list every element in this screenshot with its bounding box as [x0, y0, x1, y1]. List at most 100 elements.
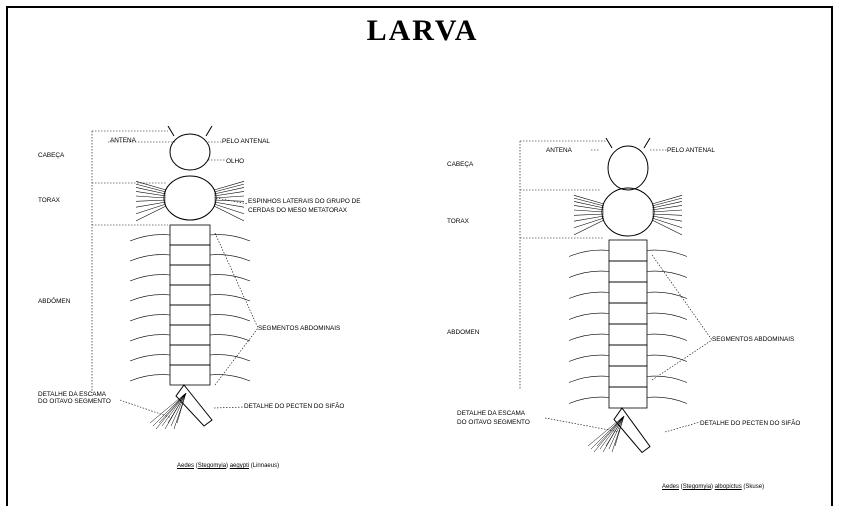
bristle [652, 220, 682, 235]
bristle [214, 196, 244, 198]
lateral-hair [569, 250, 687, 256]
caption-left-species: aegypti [230, 463, 249, 469]
label-torax-right: TORAX [447, 218, 469, 226]
leader-line [214, 407, 244, 408]
caption-left-subgenus: Stegomyia [198, 463, 226, 469]
caption-right-genus: Aedes [662, 484, 679, 490]
caption-right-species: albopictus [715, 484, 742, 490]
anal-brush [150, 393, 186, 423]
bristle [652, 216, 682, 221]
anal-brush [588, 416, 624, 446]
leader-line [665, 422, 700, 432]
leader-line [215, 233, 258, 328]
thorax-shape [602, 188, 654, 236]
label-antena-right: ANTENA [546, 147, 572, 155]
label-abdomen-right: ABDOMEN [447, 329, 479, 337]
abdominal-segment [170, 365, 210, 385]
label-escama-line1-right: DETALHE DA ESCAMA [457, 410, 525, 418]
bristle [214, 202, 244, 207]
siphon-shape [176, 385, 212, 426]
caption-left-genus: Aedes [177, 463, 194, 469]
bristle [574, 216, 604, 221]
label-segmentos-right: SEGMENTOS ABDOMINAIS [712, 336, 794, 344]
lateral-hair [130, 295, 250, 301]
label-pelo-antenal-left: PELO ANTENAL [222, 138, 270, 146]
label-antena-left: ANTENA [110, 137, 136, 145]
leader-line [545, 418, 620, 432]
anal-brush [600, 416, 624, 449]
leader-line [652, 255, 712, 340]
abdominal-segment [609, 240, 647, 261]
bristle [652, 218, 682, 228]
lateral-hair [569, 355, 687, 361]
bristle [214, 204, 244, 214]
lateral-hair [130, 235, 250, 241]
head-shape [170, 134, 210, 170]
caption-right: Aedes (Stegomyia) albopictus (Skuse) [662, 484, 764, 490]
caption-left: Aedes (Stegomyia) aegypti (Linnaeus) [177, 463, 279, 469]
label-cabeca-right: CABEÇA [447, 161, 473, 169]
anal-brush [156, 393, 186, 429]
leader-line [652, 340, 712, 380]
anal-brush [594, 416, 624, 452]
label-segmentos-left: SEGMENTOS ABDOMINAIS [258, 325, 340, 333]
caption-left-author: (Linnaeus) [251, 463, 279, 469]
lateral-hair [130, 335, 250, 341]
bristle [214, 206, 244, 221]
head-shape [608, 146, 648, 190]
larva-right-drawing [569, 138, 687, 453]
abdominal-segment [170, 265, 210, 285]
caption-right-subgenus: Stegomyia [683, 484, 711, 490]
abdominal-segment [609, 345, 647, 366]
lateral-hair [130, 375, 250, 381]
abdominal-segment [609, 261, 647, 282]
lateral-hair [130, 315, 250, 321]
label-escama-line2-right: DO OITAVO SEGMENTO [457, 419, 530, 427]
anal-brush [162, 393, 186, 426]
bristle [136, 206, 166, 221]
anal-brush [609, 416, 624, 449]
bristle [136, 204, 166, 214]
lateral-hair [569, 397, 687, 403]
bristle [652, 214, 682, 215]
abdominal-segment [170, 325, 210, 345]
abdominal-segment [609, 387, 647, 408]
label-espinhos-line2-left: CERDAS DO MESO METATORAX [248, 207, 347, 215]
lateral-hair [569, 313, 687, 319]
bristle [136, 200, 166, 201]
label-espinhos-line1-left: ESPINHOS LATERAIS DO GRUPO DE [248, 198, 360, 206]
label-escama-line2-left: DO OITAVO SEGMENTO [38, 398, 111, 406]
abdominal-segment [609, 324, 647, 345]
lateral-hair [569, 334, 687, 340]
abdominal-segment [609, 282, 647, 303]
lateral-hair [130, 255, 250, 261]
lateral-hair [569, 292, 687, 298]
thorax-shape [164, 176, 216, 220]
bristle [136, 202, 166, 207]
abdominal-segment [170, 345, 210, 365]
label-abdomen-left: ABDÔMEN [38, 298, 70, 306]
lateral-hair [130, 355, 250, 361]
label-pecten-left: DETALHE DO PECTEN DO SIFÃO [244, 403, 344, 411]
bristle [652, 205, 682, 210]
leader-line [120, 400, 172, 418]
abdominal-segment [170, 285, 210, 305]
abdominal-segment [170, 305, 210, 325]
anal-brush [597, 416, 624, 446]
bristle [136, 196, 166, 198]
label-cabeca-left: CABEÇA [38, 152, 64, 160]
label-pecten-right: DETALHE DO PECTEN DO SIFÃO [700, 420, 800, 428]
abdominal-segment [170, 245, 210, 265]
abdominal-segment [609, 366, 647, 387]
caption-right-author: (Skuse) [743, 484, 764, 490]
larva-left-drawing [130, 126, 250, 429]
lateral-hair [130, 275, 250, 281]
bristle [574, 214, 604, 215]
label-pelo-antenal-right: PELO ANTENAL [667, 147, 715, 155]
bristle [652, 210, 682, 212]
bristle [574, 220, 604, 235]
bristle [214, 191, 244, 196]
bristle [574, 210, 604, 212]
anal-brush [159, 393, 186, 423]
label-olho-left: OLHO [226, 158, 244, 166]
